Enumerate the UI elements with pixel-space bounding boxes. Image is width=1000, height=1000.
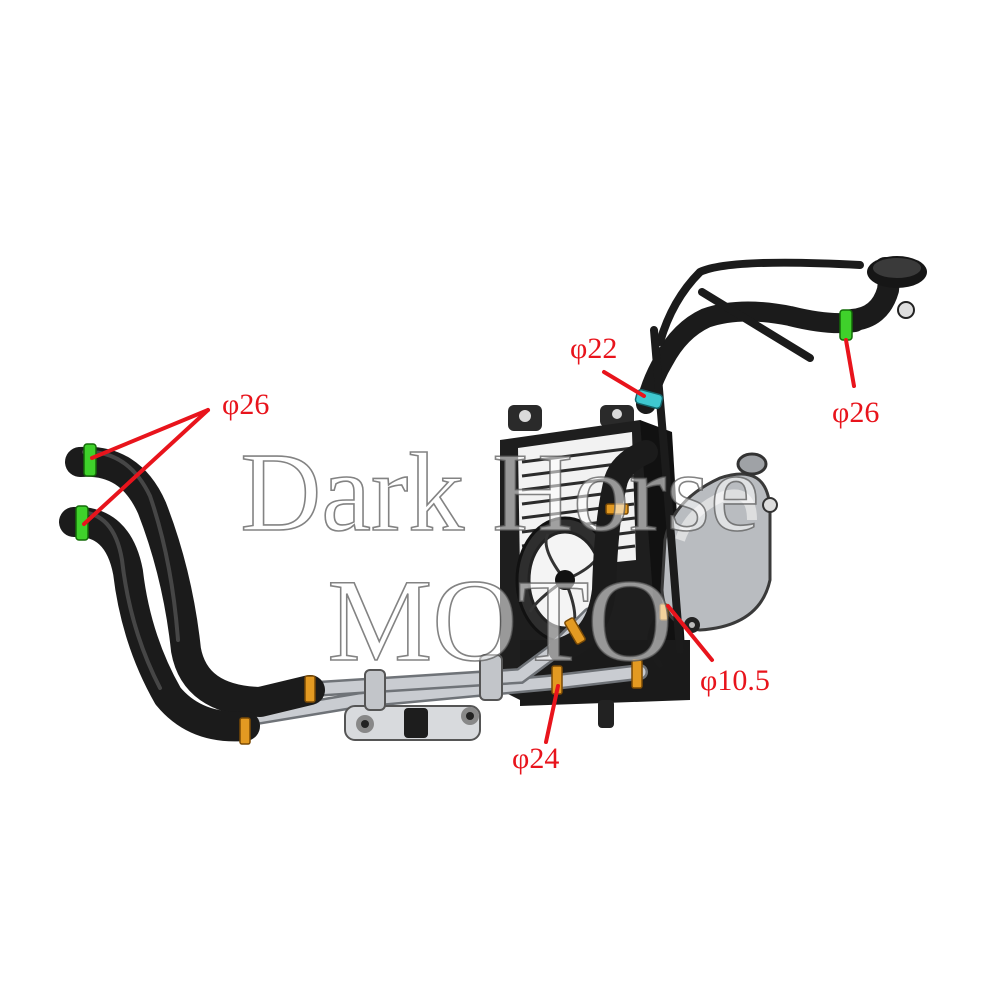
label-bottom-clamp: φ24: [512, 742, 559, 775]
label-small-hose: φ10.5: [700, 664, 770, 697]
clamp-orange-6: [605, 503, 629, 515]
clamp-green-right: [839, 309, 853, 341]
hose-left-upper: [65, 446, 325, 717]
label-upper-pipe: φ22: [570, 332, 617, 365]
hose-upper-long: [636, 258, 865, 654]
clamp-green-upper-left: [83, 443, 97, 477]
clamp-orange-5: [631, 659, 643, 689]
leader-right-outlet: [844, 338, 856, 388]
clamp-orange-4: [564, 617, 586, 645]
callout-leaders: [82, 338, 856, 744]
hose-left-lower: [59, 506, 260, 742]
leader-left-lower: [82, 408, 210, 526]
hose-radiator-feed: [548, 440, 658, 662]
label-right-outlet: φ26: [832, 396, 879, 429]
hose-overflow: [647, 609, 665, 668]
leader-upper-pipe: [602, 370, 646, 398]
filler-neck: [841, 256, 927, 331]
clamp-orange-1: [239, 717, 251, 745]
watermark-line-1: Dark Horse: [240, 431, 759, 555]
clamp-orange-7: [659, 603, 669, 621]
label-left-pair: φ26: [222, 388, 269, 421]
watermark-line-2: MOTO: [327, 555, 672, 686]
leader-small-hose: [666, 604, 714, 662]
leader-bottom-clamp: [544, 684, 560, 744]
metal-tube-assembly: [207, 607, 648, 741]
clamp-orange-2: [304, 675, 316, 703]
hose-clamps: [75, 309, 853, 745]
leader-left-upper: [90, 408, 210, 460]
